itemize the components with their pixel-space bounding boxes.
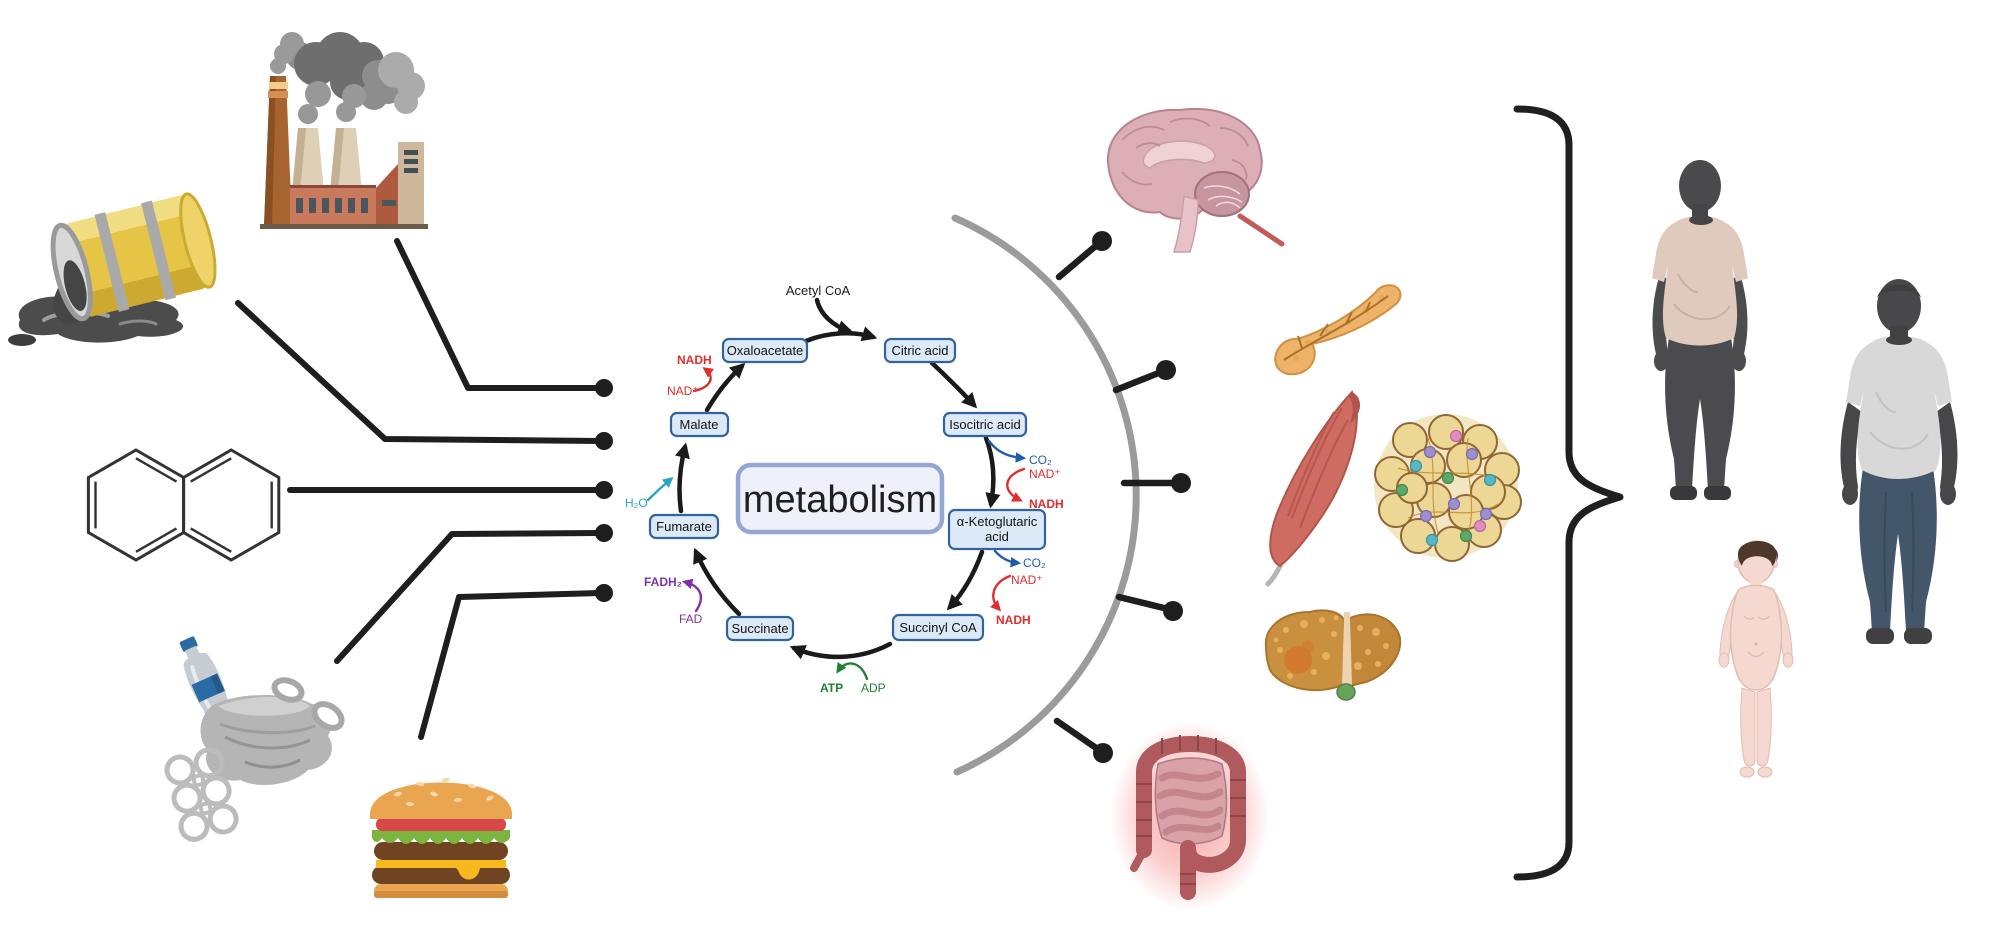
brain-icon [1106,107,1285,253]
naphthalene-icon [86,448,281,562]
label-citric-acid: Citric acid [891,343,948,358]
cycle-arrows [674,297,1001,660]
label-nad-plus: NAD⁺ [1029,467,1061,481]
connector-dot [595,379,613,397]
connector-dot [595,481,613,499]
connector-dot [1163,601,1183,621]
label-isocitric-acid: Isocitric acid [949,417,1021,432]
curly-brace [1513,105,1624,881]
node-citric-acid: Citric acid [883,337,957,364]
krebs-cycle: Acetyl CoA Oxaloacetate Citric acid Isoc… [625,283,1064,695]
label-nadh: NADH [1029,497,1064,511]
connector-dot [1156,360,1176,380]
label-co2: CO₂ [1029,453,1052,467]
label-adp: ADP [861,681,886,695]
node-alpha-ketoglutaric-acid: α-Ketoglutaric acid [947,508,1047,551]
node-malate: Malate [669,411,730,438]
oil-barrel-icon [8,192,217,346]
pancreas-icon [1274,284,1402,376]
node-fumarate: Fumarate [648,513,720,540]
label-succinate: Succinate [731,621,788,636]
label-alpha-ketoglutaric-1: α-Ketoglutaric [957,514,1038,529]
label-alpha-ketoglutaric-2: acid [985,529,1009,544]
connector-dot [595,584,613,602]
adipose-tissue-icon [1374,414,1522,562]
liver-icon [1264,609,1402,701]
label-nad-plus: NAD⁺ [1011,573,1043,587]
metabolism-box: metabolism [735,462,945,535]
connector-dot [1171,473,1191,493]
node-succinyl-coa: Succinyl CoA [891,613,985,642]
label-nadh: NADH [677,353,712,367]
obese-woman-icon [1652,160,1748,500]
membrane-arc [951,214,1191,776]
label-nad-plus: NAD⁺ [667,384,699,398]
label-atp: ATP [820,681,843,695]
node-succinate: Succinate [725,615,795,642]
exposure-connector-lines [235,238,613,740]
cofactor-arrows [646,367,1027,681]
label-fumarate: Fumarate [656,519,712,534]
node-isocitric-acid: Isocitric acid [942,411,1028,438]
intestine-icon [1110,721,1270,911]
metabolism-label: metabolism [743,479,937,521]
label-h2o: H₂O [625,496,648,510]
hamburger-icon [370,777,512,898]
label-fadh2: FADH₂ [644,575,682,589]
plastic-waste-icon [164,636,345,842]
cofactor-labels: NADH NAD⁺ H₂O FADH₂ FAD ATP ADP CO₂ NAD⁺… [625,353,1064,695]
label-malate: Malate [679,417,718,432]
node-oxaloacetate: Oxaloacetate [721,337,809,364]
label-co2: CO₂ [1023,556,1046,570]
label-succinyl-coa: Succinyl CoA [899,620,977,635]
connector-dot [1093,743,1113,763]
child-icon [1718,540,1794,778]
factory-icon [260,32,428,229]
obese-man-icon [1840,279,1958,644]
acetyl-coa-label: Acetyl CoA [786,283,851,298]
label-nadh: NADH [996,613,1031,627]
muscle-icon [1265,390,1361,587]
connector-dot [595,524,613,542]
connector-dot [1092,231,1112,251]
connector-dot [595,432,613,450]
label-oxaloacetate: Oxaloacetate [727,343,804,358]
label-fad: FAD [679,612,703,626]
